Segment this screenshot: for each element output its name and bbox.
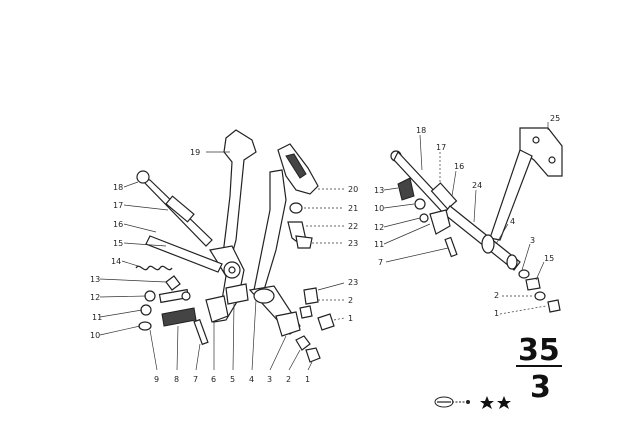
- right-callout-labels: 25 18 17 16 24 13 10 12 11 7 4 3 15 2 1: [374, 114, 560, 318]
- callout-r2: 2: [494, 291, 499, 300]
- callout-r11: 11: [374, 240, 384, 249]
- callout-r18: 18: [416, 126, 426, 135]
- callout-23-upper: 23: [348, 239, 358, 248]
- group-number-block: 35 3: [516, 333, 562, 405]
- callout-r17: 17: [436, 143, 446, 152]
- callout-10: 10: [90, 331, 100, 340]
- car-symbol-icon: [434, 396, 470, 408]
- callout-20: 20: [348, 185, 358, 194]
- right-pedal-assembly: [390, 127, 563, 313]
- callout-13: 13: [90, 275, 100, 284]
- callout-bottom-5: 5: [230, 375, 235, 384]
- star-icon: [480, 396, 494, 409]
- callout-22: 22: [348, 222, 358, 231]
- callout-21: 21: [348, 204, 358, 213]
- callout-bottom-9: 9: [154, 375, 159, 384]
- callout-r24: 24: [472, 181, 482, 190]
- callout-12: 12: [90, 293, 100, 302]
- callout-16: 16: [113, 220, 123, 229]
- right-leader-lines: [383, 122, 549, 315]
- callout-r10: 10: [374, 204, 384, 213]
- callout-15: 15: [113, 239, 123, 248]
- left-pedal-assembly: [135, 129, 335, 363]
- callout-r3: 3: [530, 236, 535, 245]
- callout-2-side: 2: [348, 296, 353, 305]
- sub-number: 3: [530, 370, 551, 405]
- callout-bottom-3: 3: [267, 375, 272, 384]
- left-leader-lines: [99, 151, 345, 371]
- callout-23-lower: 23: [348, 278, 358, 287]
- callout-bottom-2: 2: [286, 375, 291, 384]
- group-number: 35: [518, 333, 560, 368]
- callout-r16: 16: [454, 162, 464, 171]
- callout-1-side: 1: [348, 314, 353, 323]
- callout-r7: 7: [378, 258, 383, 267]
- callout-11: 11: [92, 313, 102, 322]
- callout-19: 19: [190, 148, 200, 157]
- callout-r4: 4: [510, 217, 515, 226]
- callout-14: 14: [111, 257, 121, 266]
- star-icon: [497, 396, 511, 409]
- callout-bottom-7: 7: [193, 375, 198, 384]
- callout-r25: 25: [550, 114, 560, 123]
- spring-icon: [135, 265, 173, 271]
- left-callout-labels: 19 18 17 16 15 14 13 12 11 10 20 21 22 2…: [90, 148, 358, 340]
- callout-r1: 1: [494, 309, 499, 318]
- callout-bottom-1: 1: [305, 375, 310, 384]
- callout-r15: 15: [544, 254, 554, 263]
- bottom-callout-row: 9 8 7 6 5 4 3 2 1: [154, 375, 310, 384]
- callout-bottom-4: 4: [249, 375, 254, 384]
- callout-18: 18: [113, 183, 123, 192]
- footer-icons: [434, 396, 511, 409]
- callout-17: 17: [113, 201, 123, 210]
- callout-r12: 12: [374, 223, 384, 232]
- callout-bottom-6: 6: [211, 375, 216, 384]
- callout-r13: 13: [374, 186, 384, 195]
- callout-bottom-8: 8: [174, 375, 179, 384]
